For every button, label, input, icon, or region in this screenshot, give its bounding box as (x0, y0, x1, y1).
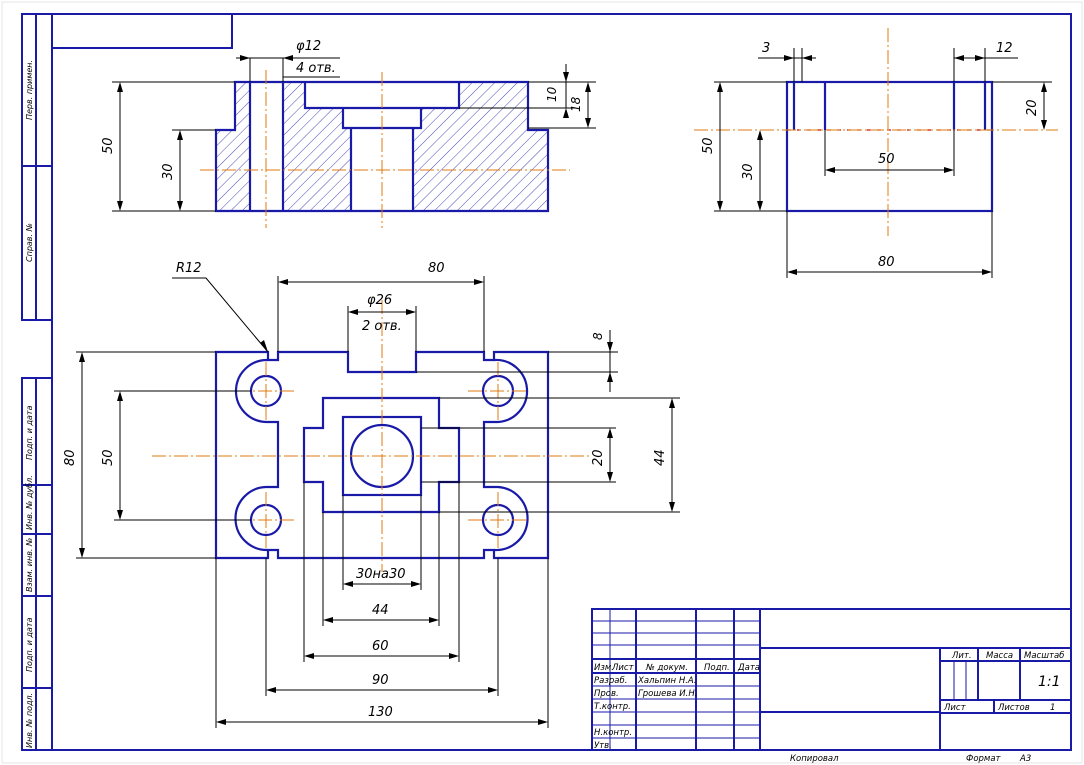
front-dim-18: 18 (569, 96, 583, 112)
side-dim-20: 20 (1025, 99, 1040, 116)
tb-row-nkontr: Н.контр. (594, 728, 632, 738)
footer-format-label: Формат (966, 754, 1002, 764)
top-view: R12 80 φ26 2 отв. 8 80 50 (63, 261, 680, 728)
top-dim-8: 8 (591, 332, 605, 340)
side-stamp-field4: Инв. № дубл. (25, 475, 34, 530)
top-dim-44-height: 44 (653, 449, 668, 466)
tb-razrab-name: Хальпин Н.А. (637, 676, 696, 686)
tb-col-list: Лист (611, 663, 635, 673)
tb-col-sign: Подп. (704, 663, 730, 673)
footer-format-value: А3 (1019, 754, 1031, 764)
top-dim-80-height: 80 (63, 449, 78, 466)
tb-prov-name: Грошева И.Н. (638, 689, 697, 699)
tb-col-doc: № докум. (645, 663, 688, 673)
top-dim-130-width: 130 (368, 705, 393, 720)
tb-row-prov: Пров. (594, 689, 619, 699)
top-dim-30x30: 30на30 (356, 567, 406, 582)
side-stamp: Перв. примен. Справ. № Подп. и дата Инв.… (21, 13, 53, 751)
side-stamp-field6: Подп. и дата (25, 617, 34, 672)
top-radius: R12 (176, 261, 202, 276)
tb-sheets-label: Листов (997, 703, 1030, 713)
top-hole-dia: φ26 (367, 293, 392, 308)
front-dim-30: 30 (161, 163, 176, 180)
side-stamp-field7: Инв. № подл. (25, 693, 34, 748)
top-dim-80-width: 80 (428, 261, 445, 276)
tb-scale-label: Масштаб (1024, 651, 1064, 661)
front-dim-50: 50 (101, 137, 116, 154)
front-hole-dia: φ12 (296, 39, 321, 54)
top-hole-count: 2 отв. (362, 319, 402, 334)
tb-col-date: Дата (737, 663, 760, 673)
front-view-hatching (216, 82, 548, 211)
top-dim-60-width: 60 (372, 639, 389, 654)
tb-row-razrab: Разраб. (594, 676, 627, 686)
tb-sheet-label: Лист (943, 703, 967, 713)
top-dim-50-height: 50 (101, 449, 116, 466)
side-dim-50-width: 50 (878, 152, 895, 167)
tb-row-utv: Утв. (594, 741, 612, 751)
side-dim-3: 3 (762, 41, 770, 56)
front-view-section: 50 30 10 18 φ12 4 отв. (101, 39, 596, 228)
top-dim-90-width: 90 (372, 673, 389, 688)
side-stamp-field1: Перв. примен. (25, 60, 34, 120)
top-dim-20: 20 (591, 449, 606, 466)
side-view: 3 12 20 50 30 50 (694, 28, 1058, 278)
tb-col-izm: Изм. (594, 663, 614, 673)
side-dim-50-height: 50 (701, 137, 716, 154)
tb-row-tkontr: Т.контр. (594, 702, 631, 712)
side-dim-30-height: 30 (741, 163, 756, 180)
footer-copied: Копировал (790, 754, 839, 764)
front-hole-count: 4 отв. (296, 61, 336, 76)
title-block: Изм. Лист № докум. Подп. Дата Разраб. Ха… (591, 608, 1072, 751)
side-dim-12: 12 (996, 41, 1013, 56)
tb-mass-label: Масса (986, 651, 1013, 661)
tb-scale-value: 1:1 (1038, 674, 1061, 690)
side-stamp-field2: Справ. № (25, 223, 34, 262)
sheet-footer: Копировал Формат А3 (790, 754, 1031, 764)
side-stamp-field5: Взам. инв. № (25, 538, 34, 592)
side-stamp-field3: Подп. и дата (25, 405, 34, 460)
top-dim-44-width: 44 (372, 603, 389, 618)
front-dim-10: 10 (545, 86, 559, 102)
tb-sheets-value: 1 (1050, 703, 1055, 713)
side-dim-80-width: 80 (878, 255, 895, 270)
tb-lit-label: Лит. (951, 651, 972, 661)
